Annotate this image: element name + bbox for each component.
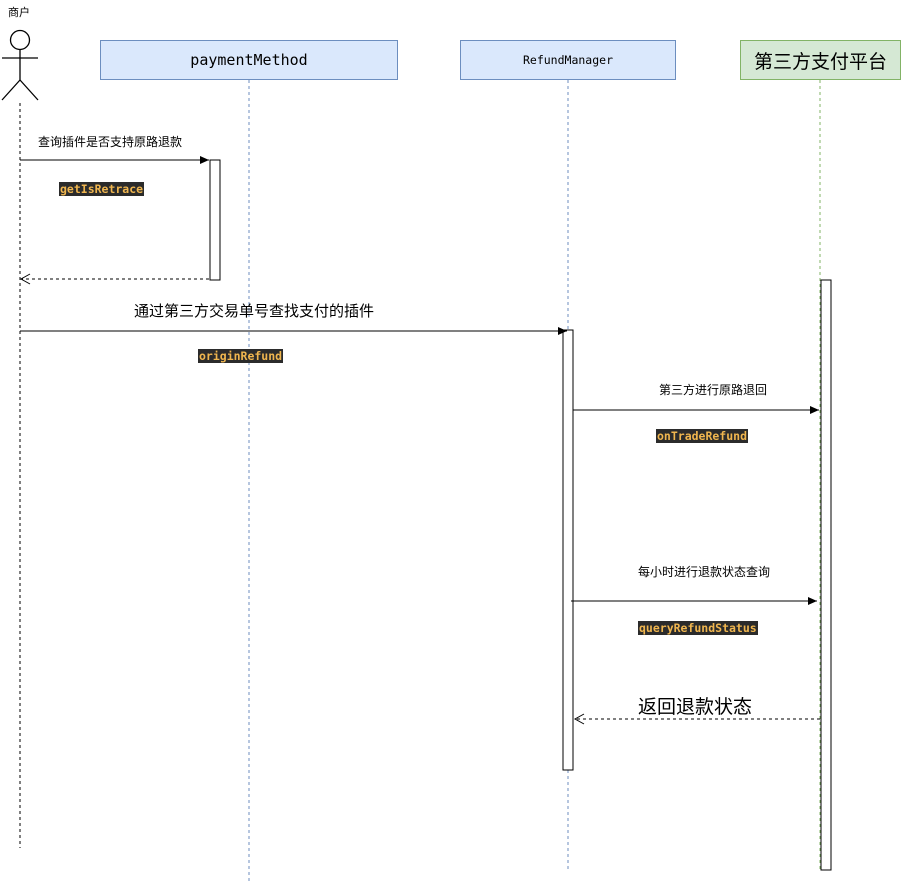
actor-figure <box>1 29 39 101</box>
message-4-label: 每小时进行退款状态查询 <box>638 565 771 579</box>
message-3-method: onTradeRefund <box>656 429 749 443</box>
actor-label: 商户 <box>8 6 30 19</box>
participant-payment-method-label: paymentMethod <box>190 51 308 69</box>
message-2-label: 通过第三方交易单号查找支付的插件 <box>134 302 375 320</box>
participant-payment-method: paymentMethod <box>100 40 398 80</box>
participant-third-party: 第三方支付平台 <box>740 40 901 80</box>
third-party-activation <box>820 279 832 871</box>
message-3-label: 第三方进行原路退回 <box>659 383 768 397</box>
payment-method-activation <box>209 159 221 281</box>
message-1-method: getIsRetrace <box>59 182 145 196</box>
return-5-label: 返回退款状态 <box>638 696 753 718</box>
refund-manager-activation <box>562 329 574 771</box>
message-2-method: originRefund <box>198 349 284 363</box>
participant-third-party-label: 第三方支付平台 <box>753 50 887 73</box>
message-4-method: queryRefundStatus <box>638 621 758 635</box>
message-1-label: 查询插件是否支持原路退款 <box>38 135 183 149</box>
participant-refund-manager: RefundManager <box>460 40 676 80</box>
participant-refund-manager-label: RefundManager <box>522 53 613 67</box>
